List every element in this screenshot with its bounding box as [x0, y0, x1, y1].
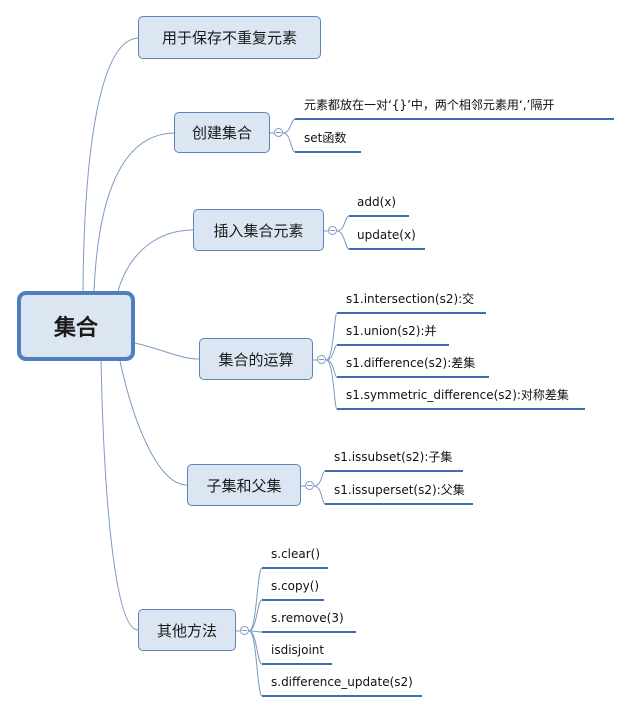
leaf-issubset[interactable]: s1.issubset(s2):子集 [334, 450, 453, 464]
leaf-underline [325, 503, 473, 505]
edge-operations-leaf-0 [325, 312, 338, 361]
edge-operations-leaf-3 [325, 359, 338, 410]
edge-operations-leaf-1 [325, 344, 338, 361]
edge-root-to-other-methods [100, 360, 139, 631]
leaf-copy[interactable]: s.copy() [271, 579, 320, 593]
edge-create-set-leaf-1 [282, 132, 296, 153]
leaf-underline [337, 376, 489, 378]
branch-label: 集合的运算 [218, 350, 294, 369]
branch-label: 插入集合元素 [213, 221, 304, 240]
leaf-underline [337, 312, 486, 314]
edge-subset-leaf-1 [313, 485, 326, 505]
leaf-create-set-function[interactable]: set函数 [304, 131, 347, 145]
leaf-underline [295, 151, 361, 153]
edge-other-leaf-0 [248, 567, 263, 632]
leaf-isdisjoint[interactable]: isdisjoint [271, 643, 325, 657]
leaf-underline [295, 118, 614, 120]
leaf-underline [349, 215, 409, 217]
root-node[interactable]: 集合 [17, 291, 135, 361]
leaf-difference-update[interactable]: s.difference_update(s2) [271, 675, 413, 689]
collapse-toggle-icon[interactable] [317, 355, 326, 364]
edge-other-leaf-1 [248, 599, 263, 632]
leaf-underline [349, 248, 425, 250]
branch-node-other-methods[interactable]: 其他方法 [138, 609, 236, 651]
collapse-toggle-icon[interactable] [240, 626, 249, 635]
branch-label: 子集和父集 [206, 476, 282, 495]
edge-root-to-insert-element [117, 229, 194, 292]
edge-insert-leaf-0 [336, 215, 350, 232]
leaf-update[interactable]: update(x) [357, 228, 416, 242]
leaf-create-braces[interactable]: 元素都放在一对‘{}’中，两个相邻元素用‘,’隔开 [304, 98, 555, 112]
leaf-add[interactable]: add(x) [357, 195, 397, 209]
leaf-underline [325, 470, 463, 472]
collapse-toggle-icon[interactable] [305, 481, 314, 490]
branch-label: 其他方法 [156, 621, 217, 640]
edge-root-to-purpose [82, 37, 139, 292]
branch-node-subset-superset[interactable]: 子集和父集 [187, 464, 301, 506]
edge-insert-leaf-1 [336, 230, 350, 250]
leaf-underline [262, 567, 328, 569]
branch-node-set-operations[interactable]: 集合的运算 [199, 338, 313, 380]
leaf-underline [337, 344, 449, 346]
leaf-difference[interactable]: s1.difference(s2):差集 [346, 356, 476, 370]
leaf-underline [262, 631, 356, 633]
leaf-union[interactable]: s1.union(s2):并 [346, 324, 437, 338]
collapse-toggle-icon[interactable] [274, 128, 283, 137]
leaf-clear[interactable]: s.clear() [271, 547, 321, 561]
leaf-issuperset[interactable]: s1.issuperset(s2):父集 [334, 483, 465, 497]
leaf-underline [337, 408, 585, 410]
branch-node-create-set[interactable]: 创建集合 [174, 112, 270, 153]
branch-label: 用于保存不重复元素 [161, 29, 297, 47]
edge-root-to-create-set [93, 132, 175, 292]
leaf-underline [262, 599, 324, 601]
edge-root-to-subset-superset [119, 360, 188, 486]
edge-root-to-set-operations [134, 342, 200, 360]
edge-create-set-leaf-0 [282, 118, 296, 134]
leaf-remove[interactable]: s.remove(3) [271, 611, 344, 625]
leaf-underline [262, 663, 332, 665]
root-label: 集合 [53, 316, 98, 341]
leaf-underline [262, 695, 422, 697]
branch-label: 创建集合 [191, 124, 252, 142]
branch-node-purpose[interactable]: 用于保存不重复元素 [138, 16, 321, 59]
collapse-toggle-icon[interactable] [328, 226, 337, 235]
edge-other-leaf-4 [248, 630, 263, 697]
leaf-symmetric-difference[interactable]: s1.symmetric_difference(s2):对称差集 [346, 388, 569, 402]
edge-other-leaf-3 [248, 630, 263, 665]
edge-subset-leaf-0 [313, 470, 326, 487]
branch-node-insert-element[interactable]: 插入集合元素 [193, 209, 324, 251]
leaf-intersection[interactable]: s1.intersection(s2):交 [346, 292, 475, 306]
